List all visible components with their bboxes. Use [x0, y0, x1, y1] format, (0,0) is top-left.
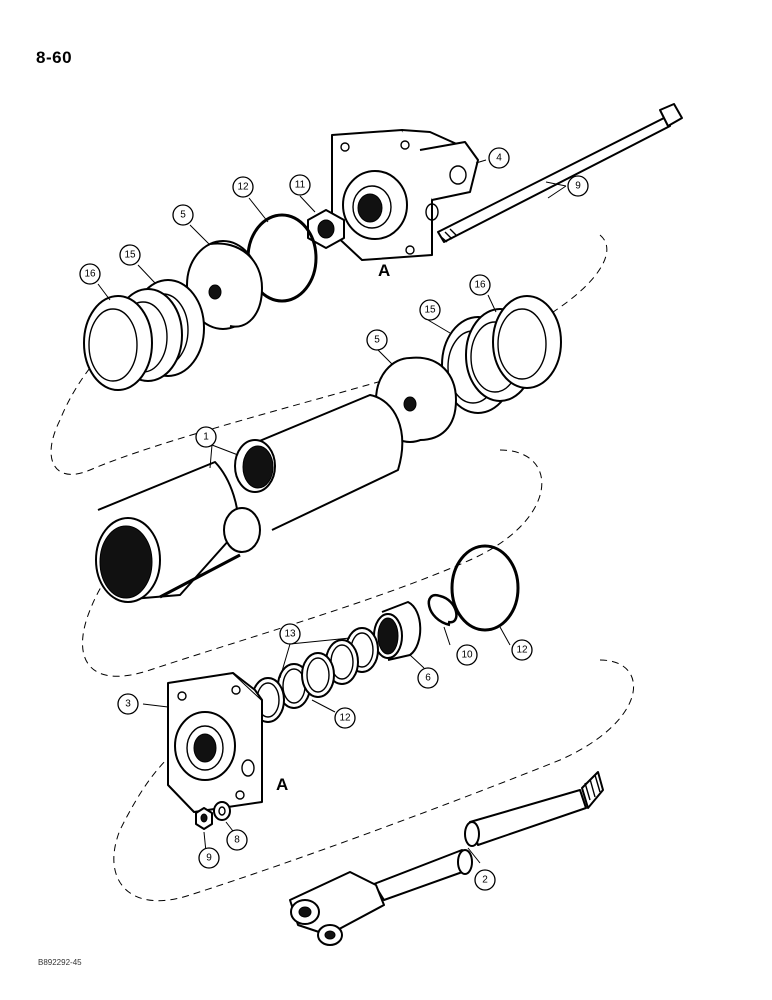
svg-text:6: 6 — [425, 673, 431, 684]
part-1-cylinder-tube — [95, 394, 404, 603]
callout-14: 13 — [279, 623, 301, 645]
reference-letter-a-upper: A — [378, 261, 390, 280]
svg-text:16: 16 — [84, 269, 96, 280]
svg-text:16: 16 — [474, 280, 486, 291]
svg-text:15: 15 — [424, 305, 436, 316]
svg-text:11: 11 — [295, 180, 306, 191]
part-9-nut — [195, 807, 213, 830]
svg-text:8: 8 — [234, 835, 240, 846]
reference-letter-a-lower: A — [276, 775, 288, 794]
callout-15-upper: 15 — [119, 244, 141, 266]
part-4-rod-end-cap — [331, 129, 479, 261]
callout-3: 3 — [117, 693, 139, 715]
part-10-snap-ring — [427, 594, 458, 627]
part-13-backup-ring — [301, 652, 335, 698]
leader-lines — [97, 159, 567, 864]
callout-10: 10 — [456, 644, 478, 666]
svg-text:13: 13 — [284, 629, 296, 640]
callout-4: 4 — [488, 147, 510, 169]
svg-text:4: 4 — [496, 153, 502, 164]
svg-text:12: 12 — [516, 645, 528, 656]
callout-12-lower: 12 — [511, 639, 533, 661]
svg-text:10: 10 — [461, 650, 473, 661]
callout-9: 9 — [198, 847, 220, 869]
svg-text:9: 9 — [206, 853, 212, 864]
callout-1: 1 — [195, 426, 217, 448]
part-12-o-ring-lower — [450, 544, 520, 632]
part-6-bushing — [373, 601, 422, 661]
part-8-washer — [213, 801, 231, 821]
part-5-piston-upper — [186, 240, 263, 330]
page-number: 8-60 — [36, 48, 73, 67]
callout-11: 11 — [289, 174, 311, 196]
svg-text:5: 5 — [374, 335, 380, 346]
part-7-tie-rod — [437, 103, 683, 243]
callout-2: 2 — [474, 869, 496, 891]
figure-code: B892292-45 — [38, 958, 82, 967]
part-16-wiper-right — [492, 295, 562, 389]
svg-text:1: 1 — [203, 432, 209, 443]
callout-5-upper: 5 — [172, 204, 194, 226]
callout-12-upper: 12 — [232, 176, 254, 198]
svg-text:12: 12 — [339, 713, 351, 724]
callout-5-lower: 5 — [366, 329, 388, 351]
svg-text:5: 5 — [180, 210, 186, 221]
svg-text:2: 2 — [482, 875, 488, 886]
callout-8: 8 — [226, 829, 248, 851]
part-11-nut — [307, 209, 345, 249]
part-2-piston-rod — [289, 771, 604, 946]
callout-15-right: 15 — [419, 299, 441, 321]
callout-13: 12 — [334, 707, 356, 729]
part-3-base-end-cap — [167, 672, 263, 813]
svg-text:9: 9 — [575, 181, 581, 192]
callout-16-upper: 16 — [79, 263, 101, 285]
callout-7: 9 — [567, 175, 589, 197]
dashed-assembly-loop-middle — [82, 449, 543, 677]
callout-16-right: 16 — [469, 274, 491, 296]
svg-text:3: 3 — [125, 699, 131, 710]
svg-text:15: 15 — [124, 250, 136, 261]
svg-text:12: 12 — [237, 182, 249, 193]
dashed-assembly-loop-upper — [50, 234, 608, 475]
part-16-wiper-upper — [83, 295, 153, 391]
callout-6: 6 — [417, 667, 439, 689]
